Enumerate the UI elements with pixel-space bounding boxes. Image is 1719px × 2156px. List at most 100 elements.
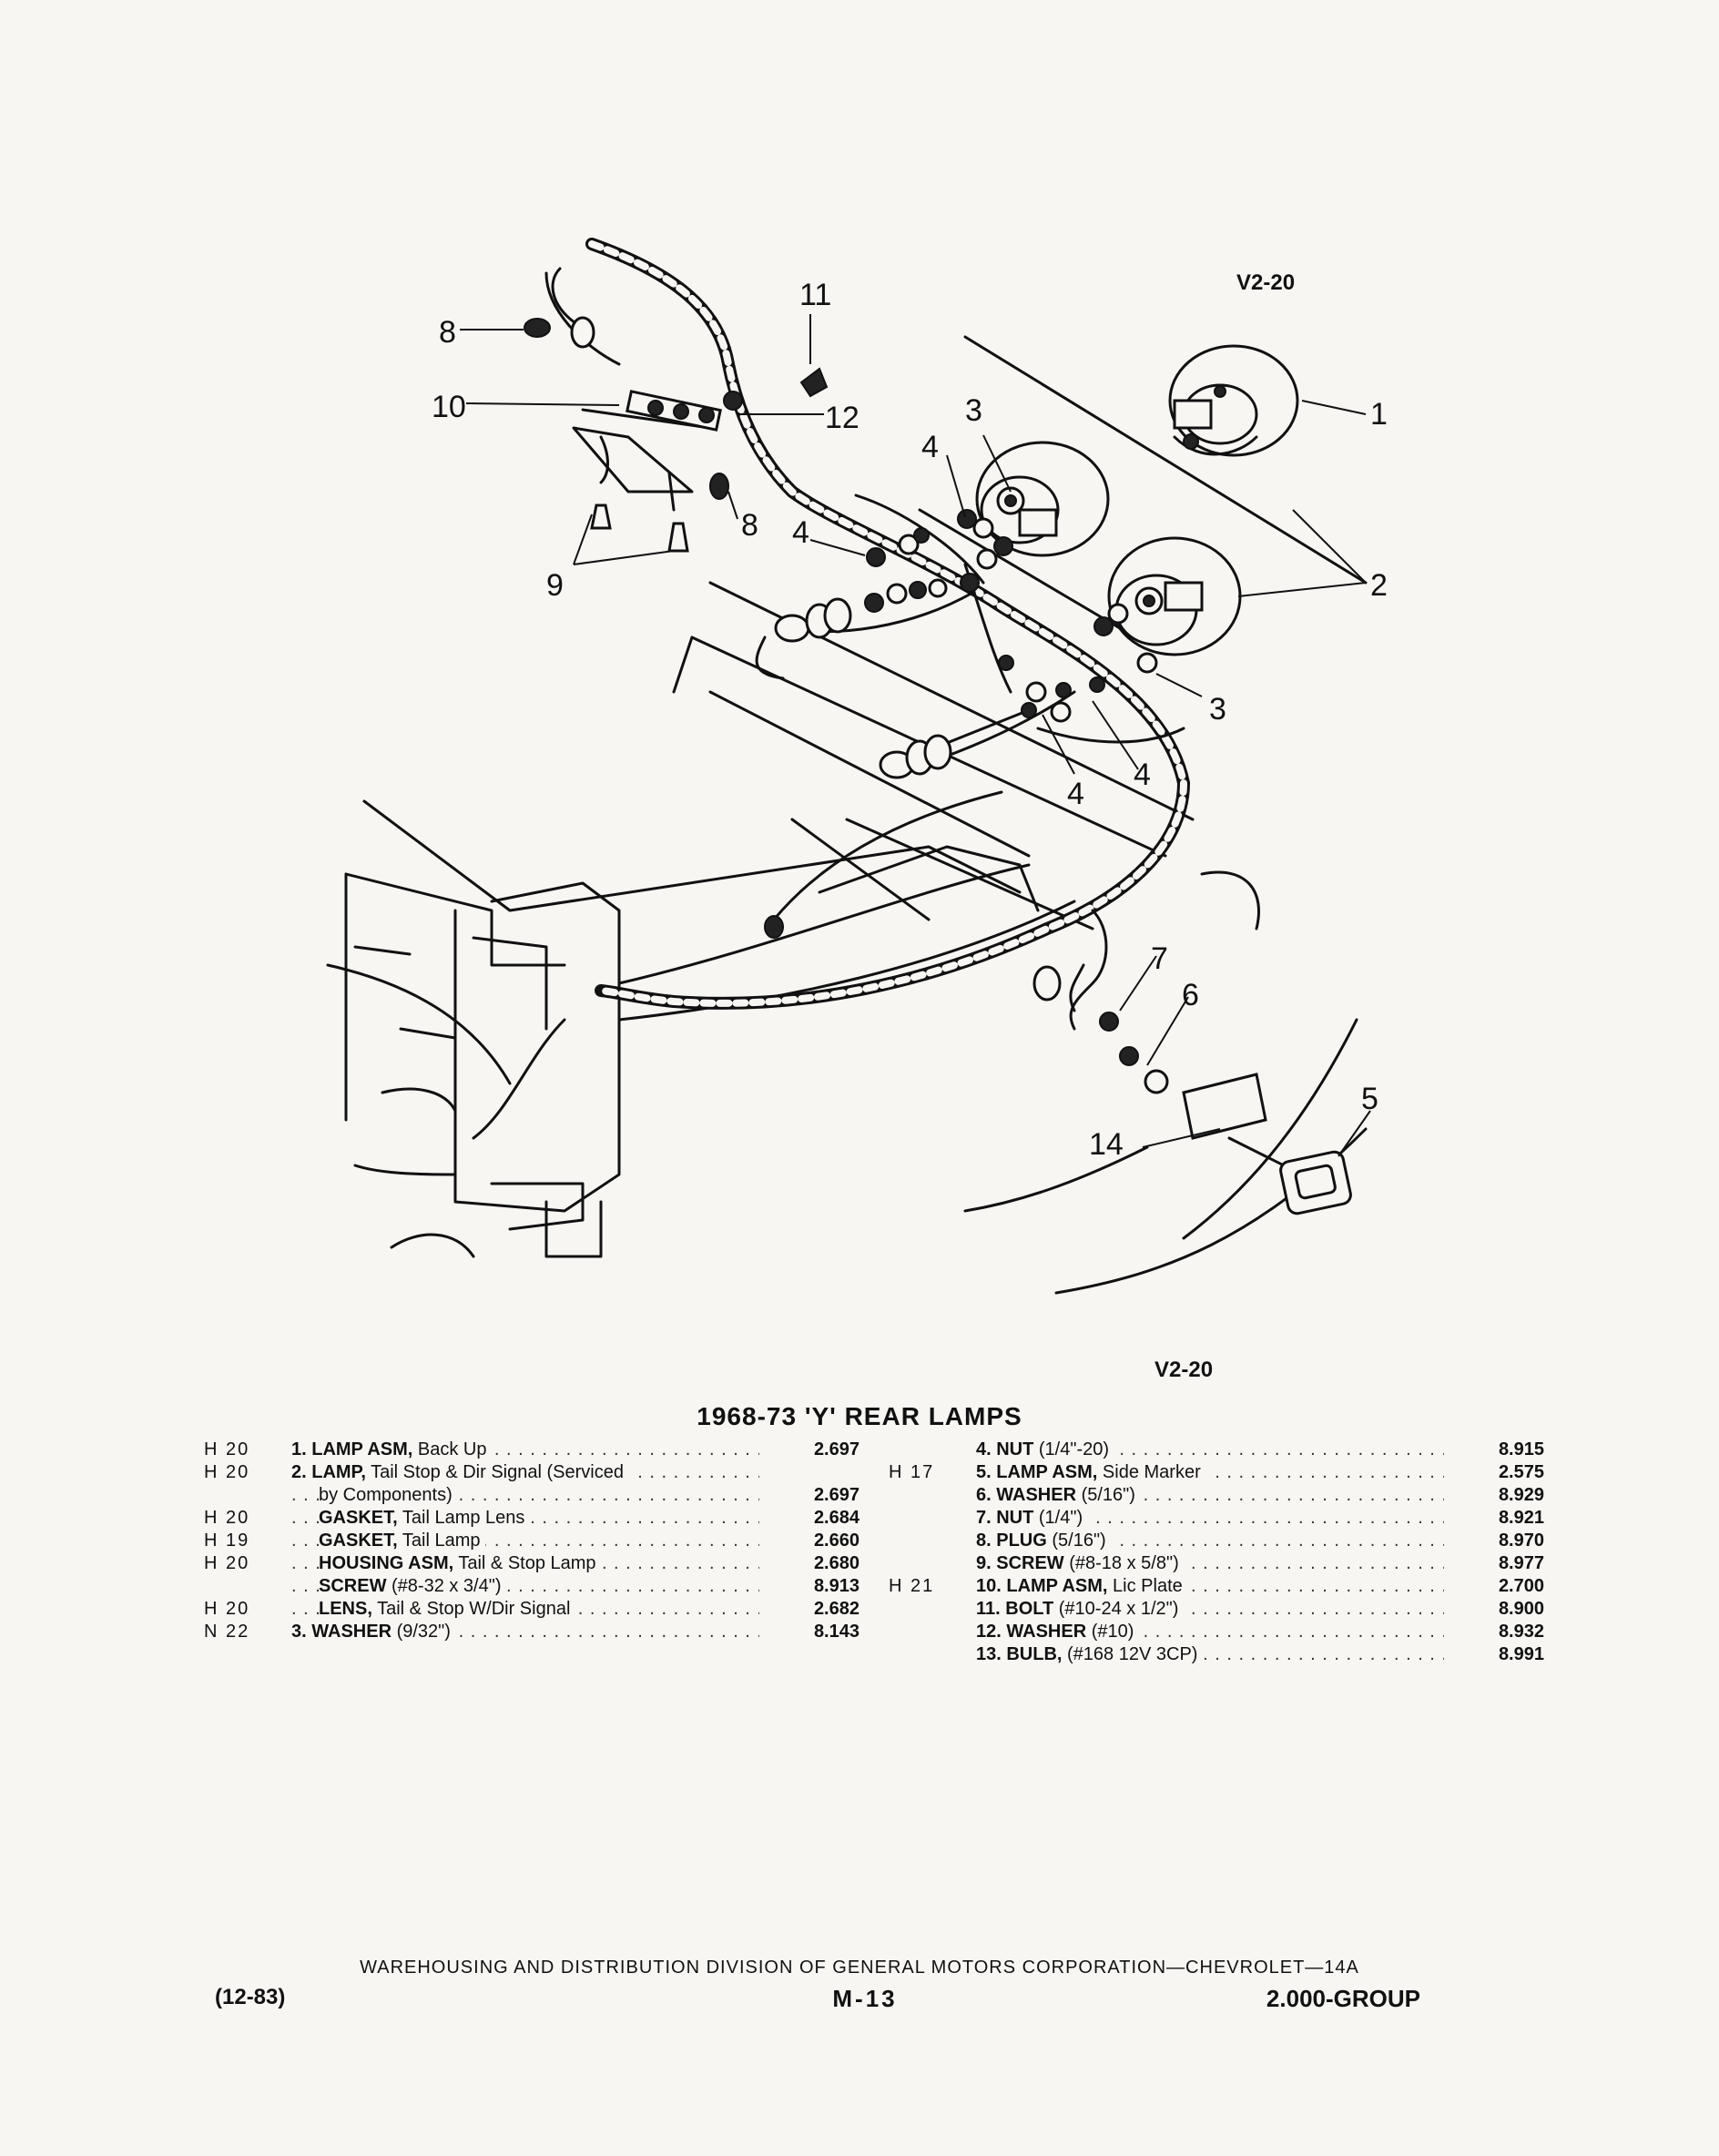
- part-description: 10. LAMP ASM, Lic Plate: [976, 1575, 1444, 1598]
- callout-8-lower: 8: [741, 508, 758, 543]
- part-name: 10. LAMP ASM,: [976, 1576, 1108, 1596]
- parts-row: 12. WASHER (#10)8.932: [889, 1621, 1544, 1643]
- nuts-and-washers: [864, 509, 1158, 723]
- parts-row: H 20 HOUSING ASM, Tail & Stop Lamp 2.680: [204, 1552, 860, 1575]
- callout-labels: 1 2 3 3 4 4 4 4 5 6 7 8 8 9 10 11 12 14: [432, 278, 1388, 1162]
- catalog-code: H 17: [889, 1462, 935, 1482]
- parts-row: 8. PLUG (5/16")8.970: [889, 1530, 1544, 1552]
- part-detail: (1/4"): [1033, 1508, 1083, 1528]
- parts-row: H 20 2. LAMP, Tail Stop & Dir Signal (Ser…: [204, 1461, 860, 1484]
- part-name: 12. WASHER: [976, 1622, 1087, 1642]
- part-detail: Side Marker: [1097, 1462, 1201, 1482]
- wiring-harness: [472, 238, 1191, 1140]
- group-number: 8.970: [1498, 1531, 1544, 1551]
- part-detail: Lic Plate: [1107, 1576, 1183, 1596]
- part-description: 6. WASHER (5/16"): [976, 1484, 1444, 1507]
- group-number: 8.143: [813, 1622, 860, 1642]
- part-detail: by Components): [319, 1485, 453, 1505]
- exploded-view-diagram: V2-20: [326, 238, 1388, 1382]
- tail-lamp-lower: [1107, 536, 1242, 656]
- leader-lines: [460, 314, 1371, 1157]
- back-up-lamp: [1168, 344, 1299, 457]
- part-description: GASKET, Tail Lamp: [291, 1530, 759, 1552]
- part-name: SCREW: [319, 1576, 387, 1596]
- part-detail: Tail Stop & Dir Signal (Serviced: [365, 1462, 624, 1482]
- footer-page-number: M-13: [832, 1985, 898, 2012]
- group-number: 2.660: [813, 1531, 860, 1551]
- part-name: 9. SCREW: [976, 1553, 1064, 1573]
- part-detail: Tail Lamp Lens: [397, 1508, 525, 1528]
- side-marker-and-plate-lamp: [1069, 963, 1352, 1215]
- footer-group: 2.000-GROUP: [1266, 1985, 1420, 2012]
- part-name: 3. WASHER: [291, 1622, 392, 1642]
- part-detail: (#10): [1086, 1622, 1134, 1642]
- part-detail: (#8-18 x 5/8"): [1063, 1553, 1179, 1573]
- part-description: 12. WASHER (#10): [976, 1621, 1444, 1643]
- callout-4-bottom-left: 4: [1067, 777, 1084, 811]
- group-number: 8.913: [813, 1576, 860, 1596]
- parts-list-title: 1968-73 'Y' REAR LAMPS: [697, 1402, 1022, 1430]
- part-description: HOUSING ASM, Tail & Stop Lamp: [291, 1552, 759, 1575]
- tail-lamp-upper: [975, 441, 1110, 557]
- part-description: 1. LAMP ASM, Back Up: [291, 1439, 759, 1461]
- parts-row: 6. WASHER (5/16") 8.929: [889, 1484, 1544, 1507]
- part-name: 6. WASHER: [976, 1485, 1077, 1505]
- part-name: 13. BULB,: [976, 1644, 1063, 1664]
- part-description: 13. BULB, (#168 12V 3CP): [976, 1643, 1444, 1666]
- part-detail: Tail & Stop W/Dir Signal: [371, 1599, 571, 1619]
- parts-row: by Components) 2.697: [204, 1484, 860, 1507]
- group-number: 8.915: [1498, 1439, 1544, 1459]
- group-number: 2.684: [813, 1508, 860, 1528]
- part-description: SCREW (#8-32 x 3/4"): [291, 1575, 759, 1598]
- group-number: 8.977: [1498, 1553, 1544, 1573]
- catalog-code: H 19: [204, 1531, 250, 1551]
- parts-row: 11. BOLT (#10-24 x 1/2") 8.900: [889, 1598, 1544, 1621]
- callout-14: 14: [1089, 1127, 1124, 1162]
- callout-3-lower: 3: [1209, 692, 1226, 727]
- group-number: 8.900: [1498, 1599, 1544, 1619]
- parts-row: H 17 5. LAMP ASM, Side Marker 2.575: [889, 1461, 1544, 1484]
- catalog-code: H 20: [204, 1553, 250, 1573]
- figure-tag-bottom: V2-20: [1154, 1358, 1213, 1382]
- part-detail: Tail Lamp: [397, 1531, 481, 1551]
- part-name: 8. PLUG: [976, 1531, 1047, 1551]
- callout-7: 7: [1151, 941, 1168, 976]
- parts-list-left: H 20 1. LAMP ASM, Back Up 2.697 H 20 2. LAMP…: [204, 1439, 860, 1643]
- callout-5: 5: [1361, 1082, 1378, 1116]
- callout-4-top: 4: [921, 430, 939, 464]
- group-number: 2.682: [813, 1599, 860, 1619]
- part-name: 1. LAMP ASM,: [291, 1439, 413, 1459]
- callout-4-left: 4: [792, 515, 809, 550]
- catalog-code: H 21: [889, 1576, 935, 1596]
- group-number: 2.697: [813, 1485, 860, 1505]
- part-name: 5. LAMP ASM,: [976, 1462, 1098, 1482]
- part-description: 3. WASHER (9/32"): [291, 1621, 759, 1643]
- part-name: 11. BOLT: [976, 1599, 1054, 1619]
- group-number: 2.575: [1498, 1462, 1544, 1482]
- group-number: 8.991: [1498, 1644, 1544, 1664]
- group-number: 2.680: [813, 1553, 860, 1573]
- part-name: 2. LAMP,: [291, 1462, 366, 1482]
- catalog-code: H 20: [204, 1462, 250, 1482]
- connectors: [764, 597, 1062, 1002]
- parts-row: 13. BULB, (#168 12V 3CP) 8.991: [889, 1643, 1544, 1666]
- part-detail: (5/16"): [1076, 1485, 1135, 1505]
- part-name: 7. NUT: [976, 1508, 1034, 1528]
- parts-row: N 22 3. WASHER (9/32") 8.143: [204, 1621, 860, 1643]
- part-detail: (9/32"): [392, 1622, 451, 1642]
- footer-division: WAREHOUSING AND DISTRIBUTION DIVISION OF…: [360, 1958, 1359, 1978]
- group-number: 8.929: [1498, 1485, 1544, 1505]
- callout-12: 12: [825, 401, 860, 435]
- callout-6: 6: [1182, 978, 1199, 1012]
- group-number: 2.697: [813, 1439, 860, 1459]
- part-description: GASKET, Tail Lamp Lens: [291, 1507, 759, 1530]
- parts-row: 4. NUT (1/4"-20)8.915: [889, 1439, 1544, 1461]
- parts-row: 7. NUT (1/4")8.921: [889, 1507, 1544, 1530]
- catalog-code: N 22: [204, 1622, 250, 1642]
- group-number: 2.700: [1498, 1576, 1544, 1596]
- part-detail: (#10-24 x 1/2"): [1053, 1599, 1179, 1619]
